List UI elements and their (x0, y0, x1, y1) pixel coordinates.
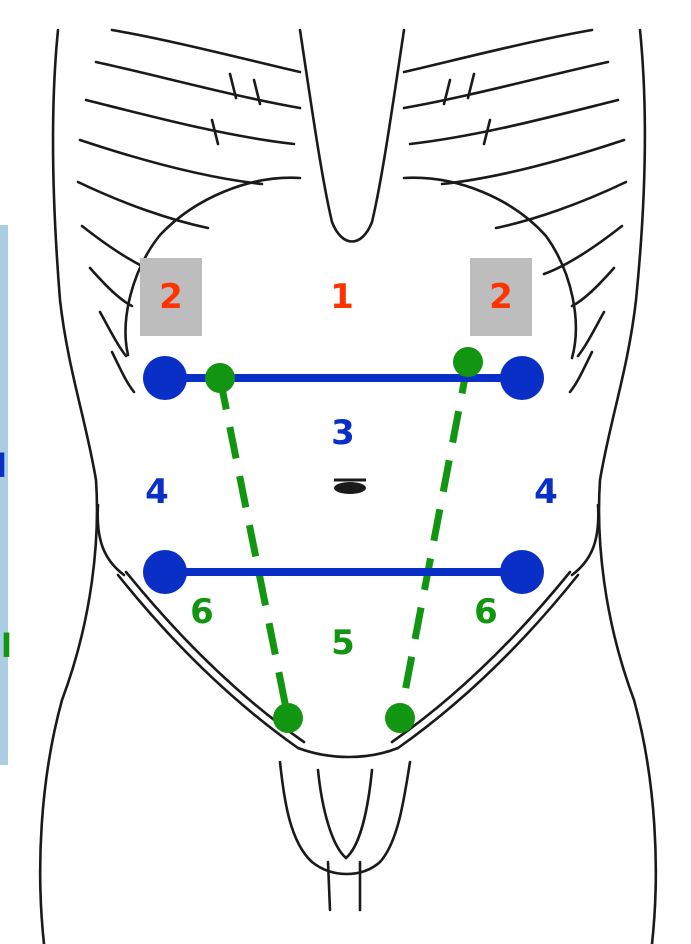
green-endpoint-dot (453, 347, 483, 377)
region-label-iliac-right: 6 (474, 595, 498, 629)
region-label-epigastric: 1 (330, 280, 354, 314)
right-midclavicular-line (400, 362, 468, 718)
edge-fragment-bottom: ll (0, 630, 12, 662)
blue-endpoint-dot (500, 356, 544, 400)
sternum (300, 30, 404, 242)
green-endpoint-dot (385, 703, 415, 733)
blue-endpoint-dot (143, 550, 187, 594)
region-label-lumbar-right: 4 (534, 475, 558, 509)
left-body-contour (40, 30, 97, 944)
region-label-hypochondriac-left: 2 (159, 280, 183, 314)
blue-endpoint-dot (143, 356, 187, 400)
left-edge-strip (0, 225, 8, 765)
region-label-lumbar-left: 4 (145, 475, 169, 509)
green-endpoint-dot (273, 703, 303, 733)
pubic-line (298, 748, 398, 757)
blue-endpoint-dot (500, 550, 544, 594)
right-iliac-crest (572, 505, 598, 575)
region-label-umbilical: 3 (331, 416, 355, 450)
region-label-iliac-left: 6 (190, 595, 214, 629)
right-body-contour (599, 30, 656, 944)
left-iliac-crest (98, 505, 124, 575)
left-midclavicular-line (220, 378, 288, 718)
region-label-hypochondriac-right: 2 (489, 280, 513, 314)
green-endpoint-dot (205, 363, 235, 393)
navel-icon (334, 480, 366, 494)
edge-fragment-top: l (0, 450, 7, 482)
region-label-hypogastric: 5 (331, 626, 355, 660)
